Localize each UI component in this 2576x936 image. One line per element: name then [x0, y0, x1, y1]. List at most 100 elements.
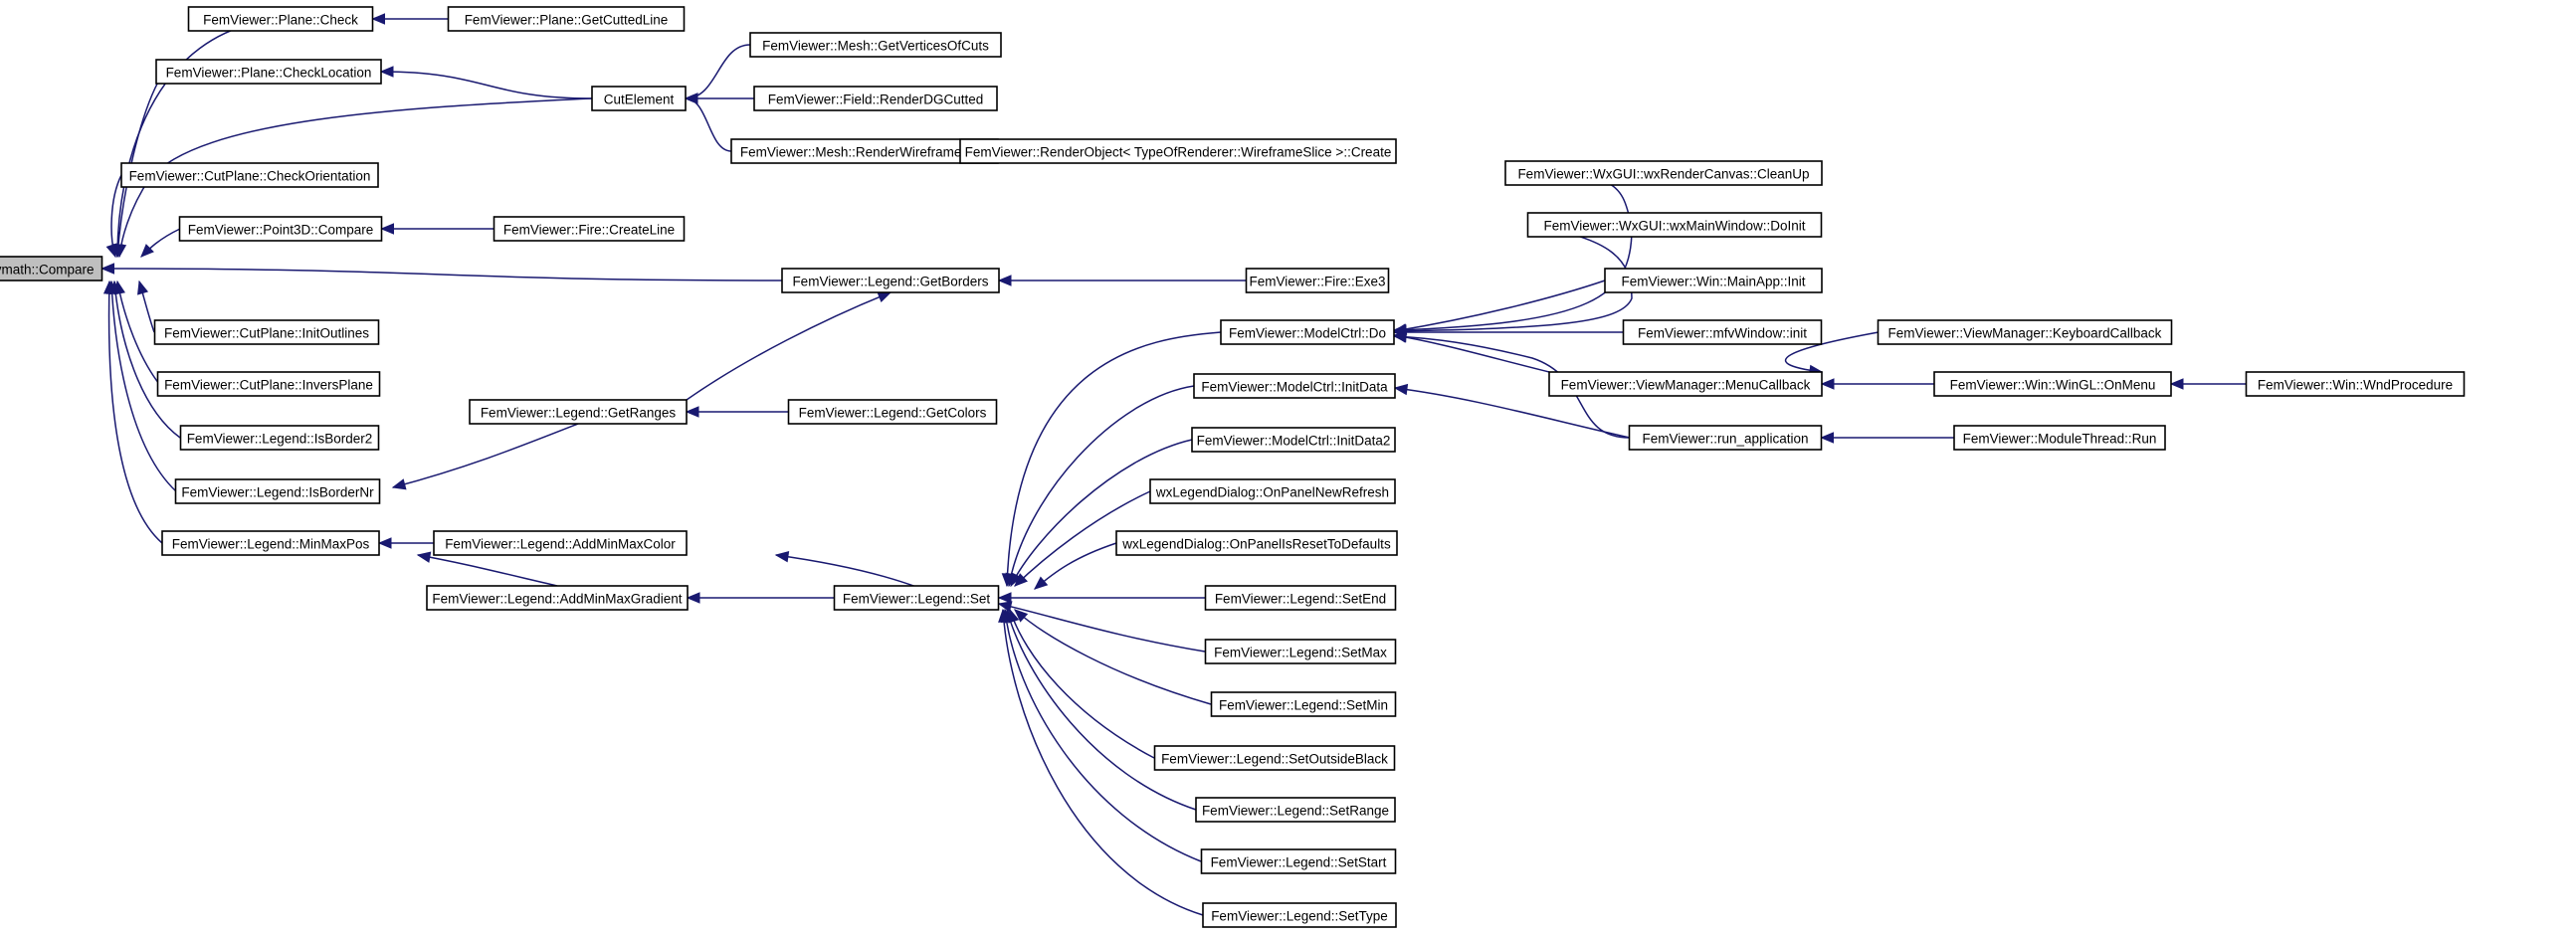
- edge-legend_setrange-to-legend_set: [1004, 608, 1197, 811]
- node-legend-addminmaxcolor[interactable]: FemViewer::Legend::AddMinMaxColor: [433, 530, 688, 556]
- node-legend-setoutsideblack[interactable]: FemViewer::Legend::SetOutsideBlack: [1153, 745, 1396, 771]
- node-modelctrl-do[interactable]: FemViewer::ModelCtrl::Do: [1220, 319, 1395, 345]
- node-plane-check[interactable]: FemViewer::Plane::Check: [187, 6, 374, 32]
- arrowhead: [416, 551, 432, 563]
- node-plane-checklocation[interactable]: FemViewer::Plane::CheckLocation: [155, 59, 382, 85]
- arrowhead: [1010, 572, 1022, 588]
- edge-legend_setoutsideblack-to-legend_set: [1008, 608, 1155, 759]
- edge-wxmainwindow_doinit-to-modelctrl_do: [1392, 224, 1633, 337]
- node-point3d-compare[interactable]: FemViewer::Point3D::Compare: [178, 216, 383, 242]
- node-label: FemViewer::ModelCtrl::Do: [1229, 326, 1386, 341]
- node-modulethread-run[interactable]: FemViewer::ModuleThread::Run: [1953, 425, 2166, 451]
- node-label: FemViewer::Field::RenderDGCutted: [768, 93, 984, 107]
- node-box: [787, 399, 998, 425]
- node-label: FemViewer::ModelCtrl::InitData: [1201, 380, 1388, 395]
- node-wxlegend-onpanelisresettodefaults[interactable]: wxLegendDialog::OnPanelIsResetToDefaults: [1115, 530, 1398, 556]
- node-renderobject-create[interactable]: FemViewer::RenderObject< TypeOfRenderer:…: [959, 138, 1397, 164]
- node-box: [1202, 902, 1397, 928]
- node-label: FemViewer::Legend::GetColors: [799, 406, 987, 421]
- edge-cutelement-to-compare: [114, 97, 593, 259]
- node-cutplane-initoutlines[interactable]: FemViewer::CutPlane::InitOutlines: [153, 319, 380, 345]
- node-box: [187, 6, 374, 32]
- node-box: [1149, 478, 1396, 504]
- node-win-mainapp-init[interactable]: FemViewer::Win::MainApp::Init: [1604, 268, 1823, 293]
- node-label: FemViewer::ViewManager::MenuCallback: [1561, 378, 1811, 393]
- node-box: [1195, 797, 1396, 823]
- node-box: [781, 268, 1000, 293]
- node-box: [1193, 373, 1396, 399]
- node-label: FemViewer::Legend::SetRange: [1202, 804, 1389, 819]
- node-box: [178, 216, 383, 242]
- node-legend-settype[interactable]: FemViewer::Legend::SetType: [1202, 902, 1397, 928]
- node-label: FemViewer::WxGUI::wxRenderCanvas::CleanU…: [1517, 167, 1809, 182]
- node-box: [1191, 427, 1396, 453]
- node-fire-createline[interactable]: FemViewer::Fire::CreateLine: [493, 216, 686, 242]
- node-box: [153, 319, 380, 345]
- node-legend-isborder2[interactable]: FemViewer::Legend::IsBorder2: [179, 425, 380, 451]
- arrowhead: [380, 223, 394, 235]
- edge-wxlegend_onpanelnewrefresh-to-legend_set: [1014, 490, 1151, 587]
- arrowhead: [686, 592, 700, 604]
- node-label: FemViewer::Legend::GetBorders: [792, 275, 988, 289]
- node-legend-setmin[interactable]: FemViewer::Legend::SetMin: [1210, 691, 1397, 717]
- node-legend-setend[interactable]: FemViewer::Legend::SetEnd: [1204, 585, 1397, 611]
- node-label: FemViewer::Legend::Set: [843, 592, 991, 607]
- node-label: FemViewer::Win::WndProcedure: [2258, 378, 2453, 393]
- node-label: FemViewer::CutPlane::InitOutlines: [164, 326, 369, 341]
- node-box: [179, 425, 380, 451]
- node-compare[interactable]: FemViewer::fvmath::Compare: [0, 256, 103, 281]
- edge-legend_addminmaxgradient-to-legend_minmaxpos: [416, 551, 558, 587]
- node-label: FemViewer::Win::WinGL::OnMenu: [1950, 378, 2156, 393]
- edge-fire_createline-to-point3d_compare: [380, 223, 495, 235]
- edge-point3d_compare-to-compare: [140, 228, 181, 258]
- node-legend-setmax[interactable]: FemViewer::Legend::SetMax: [1204, 639, 1397, 664]
- node-box: [156, 371, 381, 397]
- arrowhead: [1014, 573, 1028, 587]
- node-wxlegend-onpanelnewrefresh[interactable]: wxLegendDialog::OnPanelNewRefresh: [1149, 478, 1396, 504]
- node-label: FemViewer::Legend::SetType: [1211, 909, 1388, 924]
- node-box: [833, 585, 1000, 611]
- node-label: FemViewer::Legend::SetStart: [1211, 855, 1387, 870]
- edge-legend_getborders-to-compare: [100, 263, 783, 281]
- node-mesh-renderwireframecuts[interactable]: FemViewer::Mesh::RenderWireframeCuts: [730, 138, 999, 164]
- node-label: FemViewer::Mesh::GetVerticesOfCuts: [762, 39, 989, 54]
- node-legend-getcolors[interactable]: FemViewer::Legend::GetColors: [787, 399, 998, 425]
- node-run-application[interactable]: FemViewer::run_application: [1628, 425, 1823, 451]
- node-box: [1115, 530, 1398, 556]
- node-mesh-getverticesofcuts[interactable]: FemViewer::Mesh::GetVerticesOfCuts: [749, 32, 1002, 58]
- node-mfvwindow-init[interactable]: FemViewer::mfvWindow::init: [1622, 319, 1823, 345]
- node-legend-addminmaxgradient[interactable]: FemViewer::Legend::AddMinMaxGradient: [426, 585, 689, 611]
- node-cutplane-inversplane[interactable]: FemViewer::CutPlane::InversPlane: [156, 371, 381, 397]
- node-box: [493, 216, 686, 242]
- arrowhead: [1820, 378, 1835, 390]
- node-wxmainwindow-doinit[interactable]: FemViewer::WxGUI::wxMainWindow::DoInit: [1526, 212, 1823, 238]
- node-box: [2245, 371, 2466, 397]
- node-cutelement[interactable]: CutElement: [591, 86, 687, 111]
- node-label: FemViewer::Plane::Check: [203, 13, 358, 28]
- node-label: wxLegendDialog::OnPanelIsResetToDefaults: [1121, 537, 1391, 552]
- node-win-wndprocedure[interactable]: FemViewer::Win::WndProcedure: [2245, 371, 2466, 397]
- node-viewmanager-menucallback[interactable]: FemViewer::ViewManager::MenuCallback: [1548, 371, 1823, 397]
- node-fire-exe3[interactable]: FemViewer::Fire::Exe3: [1245, 268, 1390, 293]
- node-legend-setrange[interactable]: FemViewer::Legend::SetRange: [1195, 797, 1396, 823]
- arrowhead: [102, 280, 115, 294]
- node-legend-isbordernr[interactable]: FemViewer::Legend::IsBorderNr: [174, 478, 381, 504]
- edge-legend_getranges-to-legend_isbordernr: [391, 423, 579, 490]
- node-legend-setstart[interactable]: FemViewer::Legend::SetStart: [1200, 848, 1397, 874]
- node-viewmanager-keyboardcallback[interactable]: FemViewer::ViewManager::KeyboardCallback: [1877, 319, 2173, 345]
- node-wingl-onmenu[interactable]: FemViewer::Win::WinGL::OnMenu: [1933, 371, 2172, 397]
- arrowhead: [997, 275, 1012, 286]
- node-legend-getborders[interactable]: FemViewer::Legend::GetBorders: [781, 268, 1000, 293]
- node-legend-minmaxpos[interactable]: FemViewer::Legend::MinMaxPos: [161, 530, 380, 556]
- node-label: wxLegendDialog::OnPanelNewRefresh: [1155, 485, 1389, 500]
- node-modelctrl-initdata2[interactable]: FemViewer::ModelCtrl::InitData2: [1191, 427, 1396, 453]
- node-field-renderdgcutted[interactable]: FemViewer::Field::RenderDGCutted: [753, 86, 998, 111]
- node-plane-getcuttedline[interactable]: FemViewer::Plane::GetCuttedLine: [447, 6, 686, 32]
- node-modelctrl-initdata[interactable]: FemViewer::ModelCtrl::InitData: [1193, 373, 1396, 399]
- node-legend-set[interactable]: FemViewer::Legend::Set: [833, 585, 1000, 611]
- node-cutplane-checkorientation[interactable]: FemViewer::CutPlane::CheckOrientation: [120, 162, 379, 188]
- node-legend-getranges[interactable]: FemViewer::Legend::GetRanges: [469, 399, 688, 425]
- node-wxrendercanvas-cleanup[interactable]: FemViewer::WxGUI::wxRenderCanvas::CleanU…: [1504, 160, 1823, 186]
- arrowhead: [140, 244, 154, 258]
